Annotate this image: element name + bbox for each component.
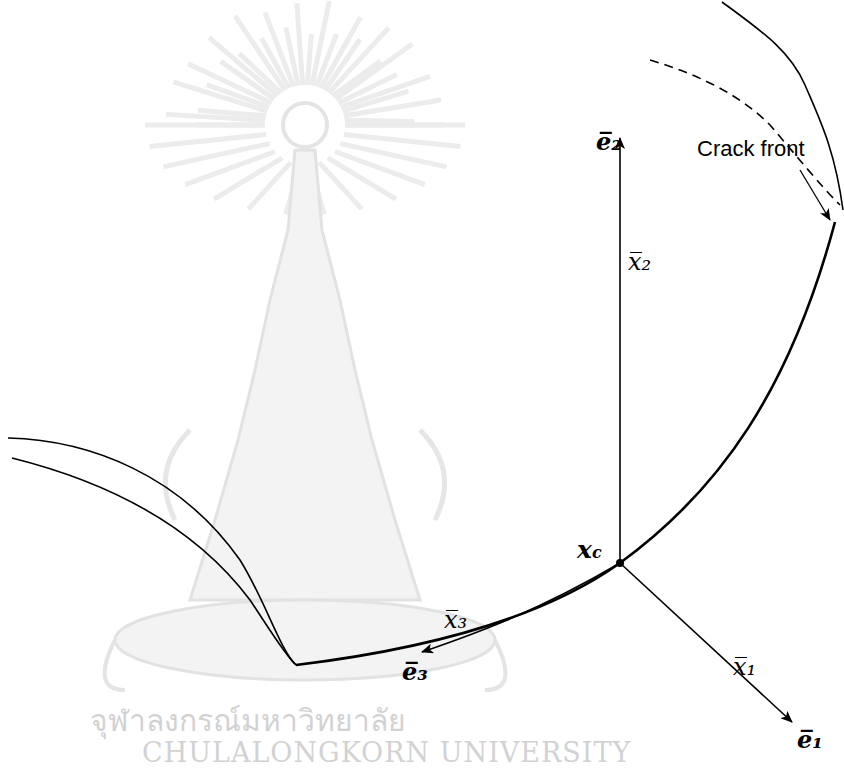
logo-ray — [163, 144, 269, 167]
logo-ray — [286, 28, 298, 86]
logo-ray — [185, 152, 275, 185]
logo-ray — [145, 123, 265, 128]
crack-surface-edge — [8, 438, 296, 665]
leader-arrow — [800, 170, 830, 220]
crack-surface-edge-dashed — [650, 60, 840, 205]
crack-surface-edge — [12, 458, 296, 665]
crack-surface-edge — [722, 2, 843, 210]
axis-e1 — [620, 563, 792, 722]
logo-ray — [198, 110, 266, 116]
axis-label: e̅₁ — [797, 728, 823, 752]
axis-e3 — [422, 563, 620, 652]
logo-ray — [235, 16, 285, 90]
axis-label: x̅₁ — [733, 655, 756, 679]
logo-ray — [307, 34, 311, 85]
logo-ray — [248, 162, 291, 209]
logo-ray — [319, 162, 362, 209]
watermark-text: CHULALONGKORN UNIVERSITY — [142, 739, 631, 766]
point-label: xc — [577, 537, 602, 562]
logo-ray — [344, 135, 461, 147]
logo-ray — [332, 61, 380, 96]
logo-ray — [345, 120, 415, 121]
annotation: Crack front — [697, 138, 805, 160]
watermark-text: จุฬาลงกรณ์มหาวิทยาลัย — [90, 706, 406, 736]
point-xc — [616, 559, 624, 567]
logo-ray — [344, 100, 441, 116]
logo-ray — [345, 123, 465, 128]
logo-ray — [150, 135, 267, 147]
logo-ray — [340, 144, 446, 167]
axis-label: e̅₃ — [402, 660, 428, 684]
axis-label: x̅₂ — [628, 250, 651, 274]
axis-e2 — [619, 138, 621, 563]
axis-label: x̅₃ — [444, 608, 467, 632]
axis-label: e̅₂ — [596, 130, 622, 154]
crack-front-curve — [296, 222, 835, 665]
logo-ray — [328, 158, 396, 199]
logo-ray — [297, 3, 303, 85]
